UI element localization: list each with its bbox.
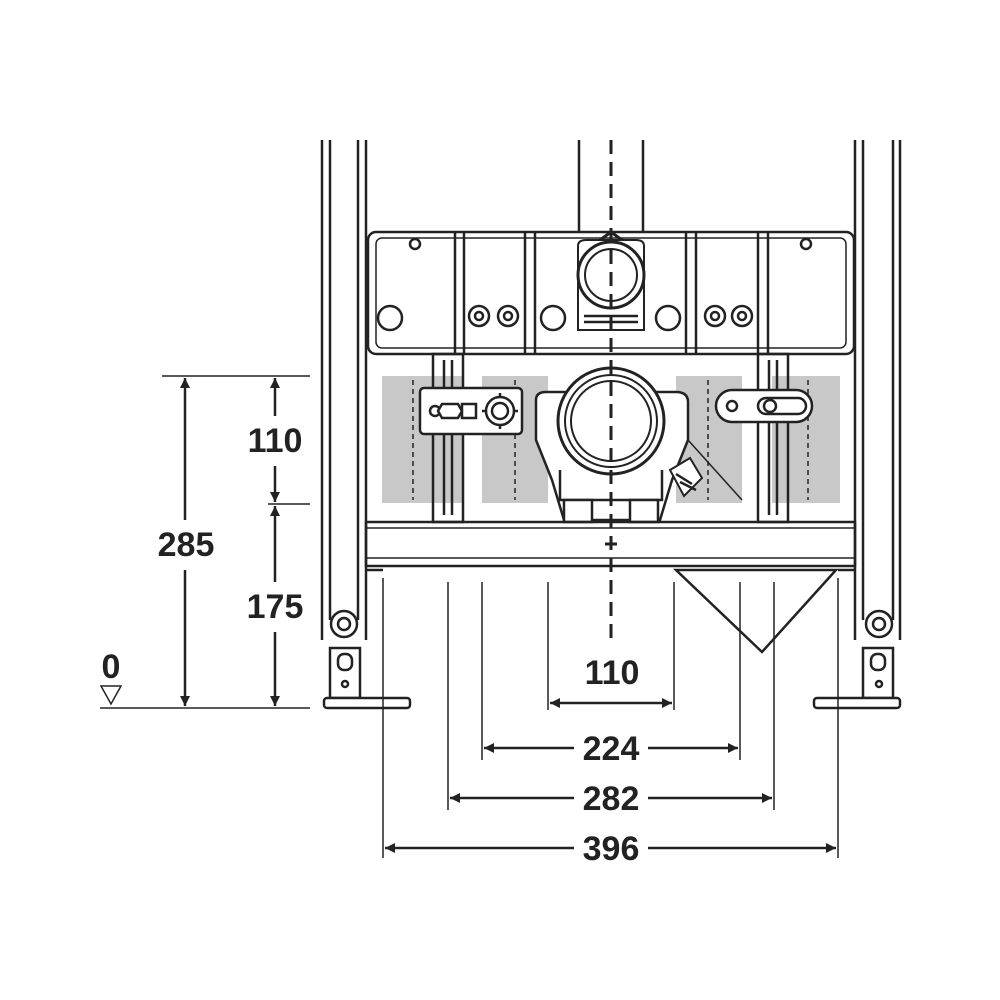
datum-zero-label: 0 [102, 648, 121, 686]
dim-282-label: 282 [583, 780, 640, 818]
frame [320, 140, 902, 640]
left-foot [322, 609, 412, 710]
vertical-dimension-lines [100, 375, 310, 709]
dim-224-label: 224 [583, 730, 640, 768]
dim-110-vertical-label: 110 [248, 422, 303, 460]
horizontal-dimension-arrows [385, 698, 836, 853]
drain-funnel [672, 568, 839, 654]
right-bracket [714, 388, 814, 424]
top-pipe [577, 140, 645, 232]
extension-lines [382, 578, 839, 858]
left-bracket [418, 386, 524, 436]
dim-285-label: 285 [158, 526, 215, 564]
dim-396-label: 396 [583, 830, 640, 868]
dim-110-horizontal-label: 110 [585, 654, 640, 692]
dim-175-label: 175 [247, 588, 304, 626]
right-foot [812, 609, 902, 710]
level-triangle-icon [99, 685, 123, 706]
waste-pipe [534, 366, 743, 524]
